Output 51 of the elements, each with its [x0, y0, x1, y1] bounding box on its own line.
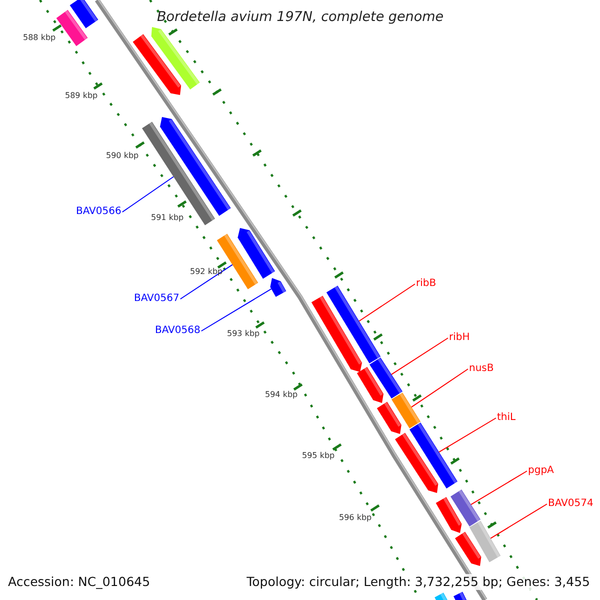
gene-label: BAV0567 [134, 293, 180, 305]
scale-label: 591 kbp [151, 213, 184, 223]
leader-line [122, 176, 174, 212]
footer-text: Topology: circular; Length: 3,732,255 bp; Genes: 3,455 [246, 574, 590, 590]
gene-block [392, 392, 420, 428]
gene-block [70, 0, 98, 28]
leader-line [200, 288, 272, 332]
gene-label: thiL [497, 412, 516, 424]
gene-block [395, 432, 438, 493]
scale-label: 589 kbp [65, 91, 98, 101]
gene-label: ribH [449, 332, 470, 344]
leader-line [358, 284, 416, 322]
gene-label: pgpA [528, 465, 554, 477]
scale-label: 593 kbp [227, 329, 260, 339]
scale-label: 596 kbp [339, 513, 372, 523]
scale-label: 594 kbp [265, 390, 298, 400]
gene-block [370, 358, 402, 398]
leader-line [180, 264, 233, 300]
leader-line [390, 338, 448, 375]
gene-block [376, 402, 402, 434]
gene-block [151, 27, 200, 90]
gene-block [434, 592, 450, 600]
gene-block [132, 34, 182, 95]
scale-label: 588 kbp [23, 33, 56, 43]
gene-block [270, 278, 286, 297]
gene-label: BAV0566 [76, 206, 122, 218]
gene-block [56, 10, 88, 46]
gene-block [356, 366, 384, 403]
gene-block [450, 490, 480, 526]
scale-label: 592 kbp [190, 267, 223, 277]
scale-label: 595 kbp [302, 451, 335, 461]
gene-label: BAV0574 [548, 498, 594, 510]
gene-block [326, 286, 381, 364]
gene-block [454, 592, 468, 600]
title: Bordetella avium 197N, complete genome [157, 8, 444, 26]
gene-label: ribB [416, 278, 436, 290]
footer-text: Accession: NC_010645 [8, 574, 150, 590]
gene-label: BAV0568 [155, 325, 200, 337]
scale-label: 590 kbp [106, 151, 139, 161]
leader-line [438, 418, 496, 453]
leader-line [470, 470, 528, 506]
gene-block [142, 122, 215, 226]
leader-line [411, 368, 468, 408]
gene-block [455, 532, 482, 566]
gene-label: nusB [469, 363, 494, 375]
leader-line [490, 504, 548, 539]
gene-block [469, 520, 501, 562]
gene-block [311, 296, 362, 372]
gene-block [410, 422, 458, 488]
gene-block [238, 228, 275, 279]
gene-block [436, 497, 462, 533]
